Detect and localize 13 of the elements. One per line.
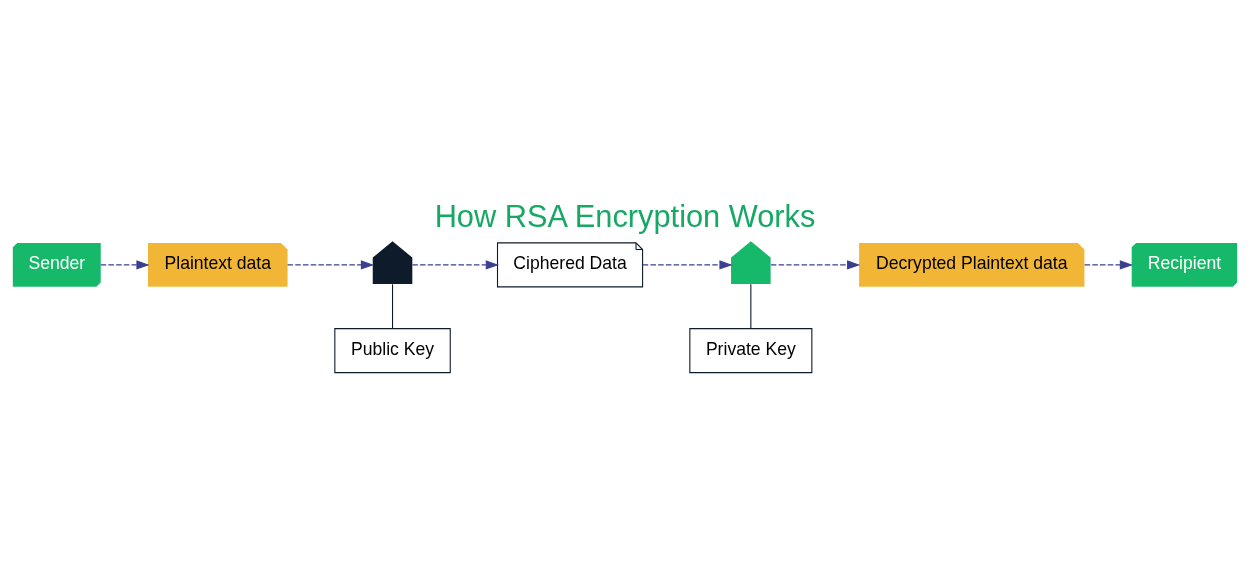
arrow	[411, 259, 499, 269]
connector	[750, 283, 752, 329]
arrow	[100, 259, 150, 269]
diagram-title: How RSA Encryption Works	[434, 198, 816, 234]
connector	[392, 283, 394, 329]
arrow	[770, 259, 861, 269]
node-box: Private Key	[689, 327, 813, 373]
node-lock	[372, 240, 413, 284]
node-box: Public Key	[334, 327, 451, 373]
arrow	[642, 259, 733, 269]
arrow	[287, 259, 375, 269]
arrow	[1084, 259, 1134, 269]
node-lock	[731, 240, 771, 284]
